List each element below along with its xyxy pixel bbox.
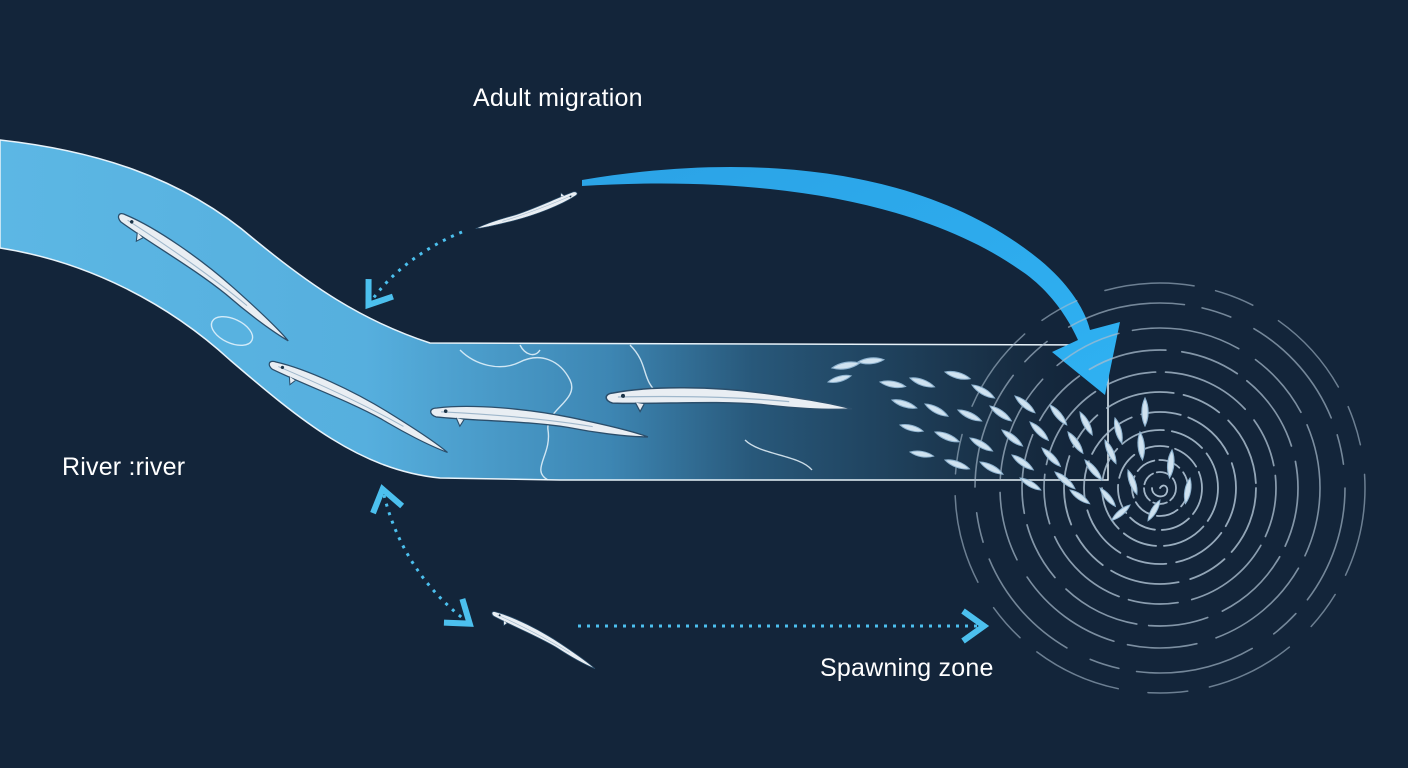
river-channel [0, 139, 1109, 481]
river-label: River :river [62, 453, 186, 481]
eel-icon [473, 187, 580, 236]
spawning-zone-label: Spawning zone [820, 654, 994, 682]
migration-arrow [582, 166, 1120, 395]
dotted-return-arrow [365, 230, 463, 310]
eel-icon [488, 606, 599, 674]
spiral-icon [954, 282, 1366, 694]
dotted-vertical-arrow [370, 484, 474, 627]
water-ripples [210, 315, 813, 481]
adult-migration-label: Adult migration [473, 84, 643, 112]
